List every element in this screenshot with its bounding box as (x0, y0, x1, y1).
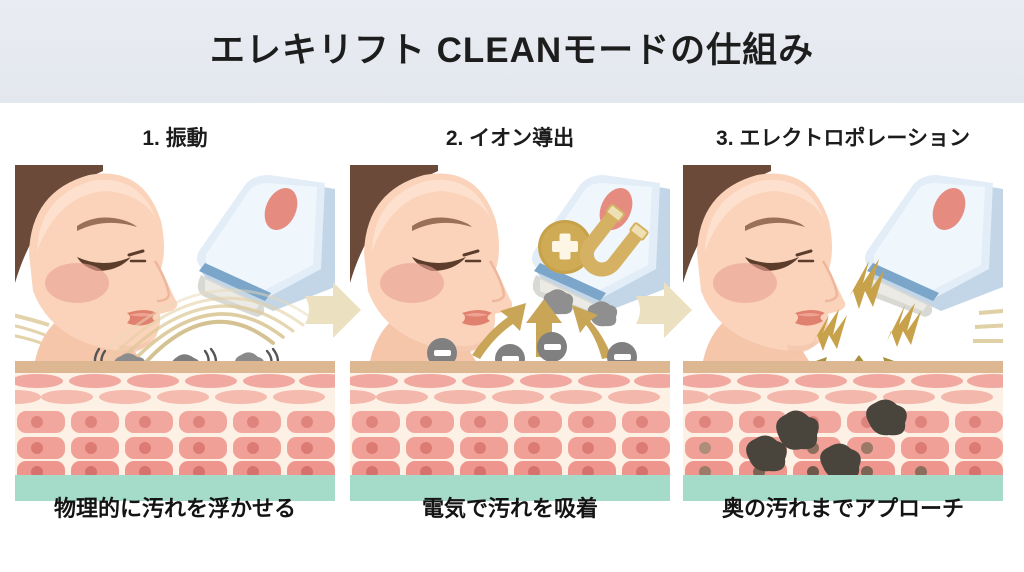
illustration-electroporation (683, 165, 1003, 501)
vibration-waves (93, 288, 315, 363)
stratum-corneum-row (683, 374, 1003, 388)
electric-bolts (809, 259, 921, 351)
step-heading-3: 3. エレクトロポレーション (716, 127, 970, 150)
stratum-granulosum-row (350, 390, 660, 404)
dermis-base-layer (350, 481, 670, 501)
step-heading-1: 1. 振動 (142, 127, 208, 150)
basal-cell-rows (17, 411, 335, 483)
edge-waves-right (973, 308, 1003, 343)
arrow-step2-to-step3 (634, 278, 694, 342)
step-panel-ion-extraction: 2. イオン導出 (345, 103, 675, 572)
ion-minus (427, 338, 457, 368)
illustration-vibration (15, 165, 335, 501)
face-profile (15, 165, 178, 361)
skin-cross-section (683, 361, 1003, 483)
plus-charge-badge (538, 220, 592, 274)
stratum-granulosum-row (683, 390, 993, 404)
edge-waves-left (15, 313, 50, 345)
beauty-device (865, 175, 1003, 317)
steps-container: 1. 振動 (0, 103, 1024, 572)
basal-cell-rows (352, 411, 670, 483)
step-caption-2: 電気で汚れを吸着 (421, 496, 598, 521)
stratum-corneum-row (15, 374, 335, 388)
face-profile (350, 165, 513, 361)
illustration-ion-extraction (350, 165, 670, 501)
step-caption-1: 物理的に汚れを浮かせる (53, 496, 296, 521)
skin-cross-section (15, 361, 335, 483)
step-panel-vibration: 1. 振動 (10, 103, 340, 572)
step-panel-electroporation: 3. エレクトロポレーション (678, 103, 1008, 572)
header-band (0, 0, 1024, 103)
dermis-base-layer (15, 481, 335, 501)
ion-minus (537, 332, 567, 362)
magnet-icon (579, 203, 649, 277)
skin-cross-section (350, 361, 670, 483)
attracted-dirt-group (543, 289, 618, 327)
dermis-base-layer (683, 481, 1003, 501)
page-title: エレキリフト CLEANモードの仕組み (209, 31, 815, 70)
arrow-step1-to-step2 (303, 278, 363, 342)
ion-flow-arrows (472, 299, 612, 359)
step-heading-2: 2. イオン導出 (445, 127, 575, 150)
step-caption-3: 奥の汚れまでアプローチ (721, 496, 964, 521)
face-profile (683, 165, 846, 361)
stratum-granulosum-row (15, 390, 325, 404)
stratum-corneum-row (350, 374, 670, 388)
deep-dirt-group (746, 399, 907, 480)
